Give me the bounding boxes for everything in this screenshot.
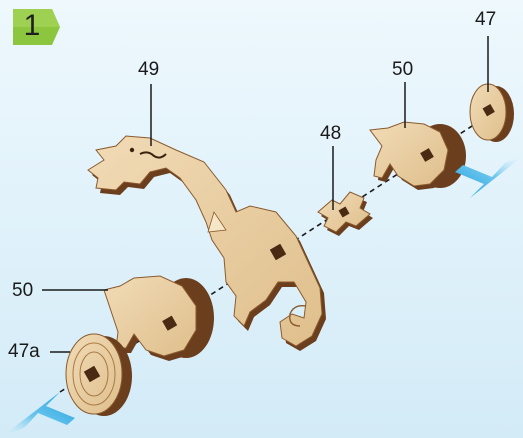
label-part-47: 47 xyxy=(475,9,497,30)
part-50-top xyxy=(369,121,466,190)
callout-leader-lines xyxy=(42,36,489,353)
label-part-49: 49 xyxy=(138,59,160,80)
part-50-left xyxy=(103,275,214,361)
part-47-disc xyxy=(469,83,514,142)
arrow-right-icon xyxy=(455,156,523,198)
part-47a-disc xyxy=(65,333,132,416)
label-part-50-top: 50 xyxy=(392,59,414,80)
part-48-connector xyxy=(317,191,373,236)
step-badge-shape xyxy=(13,9,60,45)
label-part-48: 48 xyxy=(320,123,342,144)
part-49-body xyxy=(87,135,326,351)
step-number: 1 xyxy=(23,9,41,42)
part-49-tail-spiral xyxy=(289,304,307,327)
label-part-47a: 47a xyxy=(8,341,40,362)
arrow-left-icon xyxy=(0,392,75,438)
label-part-50-left: 50 xyxy=(12,280,34,301)
